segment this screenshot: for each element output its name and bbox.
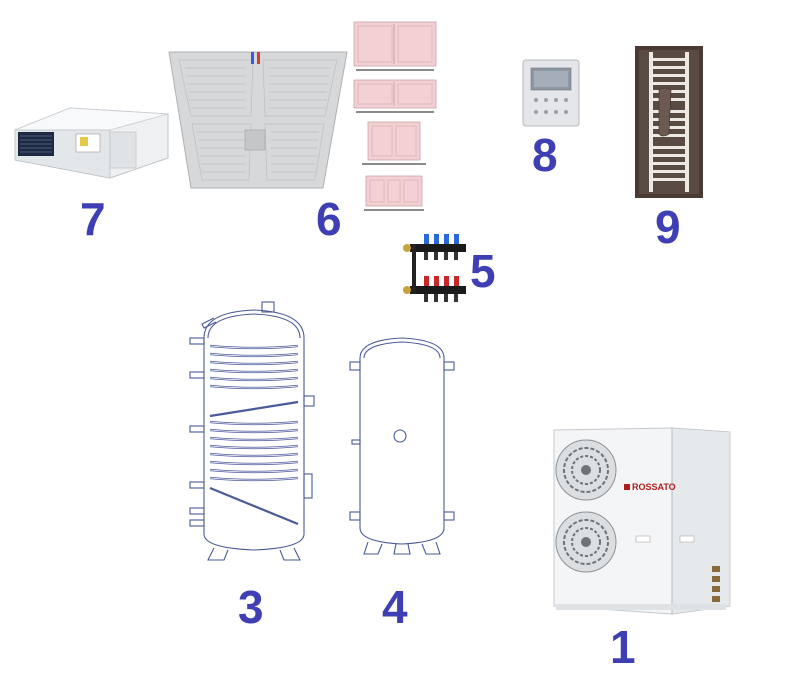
label-buffer-tank: 4 xyxy=(382,581,408,633)
heat-pump-outdoor-unit: ROSSATO xyxy=(550,424,734,618)
label-manifold: 5 xyxy=(470,245,496,297)
label-ducted-unit: 7 xyxy=(80,193,106,245)
heat-pump-brand: ROSSATO xyxy=(632,482,676,492)
hot-water-tank xyxy=(184,298,324,564)
thermostat xyxy=(521,58,581,128)
radiant-panel-layouts xyxy=(350,18,440,218)
label-radiant-panels: 6 xyxy=(316,193,342,245)
label-hot-water-tank: 3 xyxy=(238,581,264,633)
label-heat-pump: 1 xyxy=(610,621,636,673)
fan-top xyxy=(555,439,617,501)
ducted-unit xyxy=(10,100,170,180)
label-thermostat: 8 xyxy=(532,129,558,181)
buffer-tank xyxy=(344,332,460,562)
fan-bottom xyxy=(555,511,617,573)
label-towel-radiator: 9 xyxy=(655,201,681,253)
towel-radiator xyxy=(635,46,703,198)
manifold xyxy=(402,230,472,308)
radiant-ceiling-panel xyxy=(165,40,350,190)
